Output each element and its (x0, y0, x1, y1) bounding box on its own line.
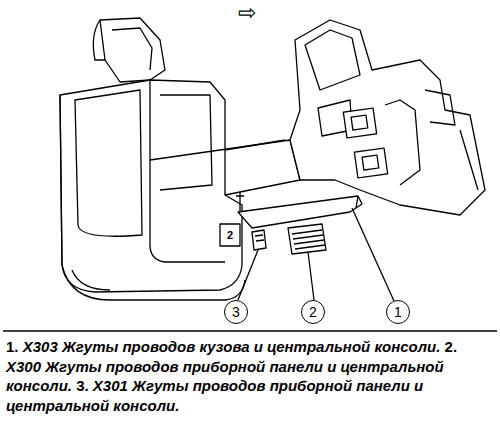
caption-text: X303 Жгуты проводов кузова и центральной… (23, 338, 441, 355)
callout-number: 2 (309, 304, 317, 320)
caption-number: 2. (445, 338, 458, 355)
callout-circle: 2 (301, 300, 325, 324)
caption-number: 3. (76, 377, 89, 394)
callout-circle: 1 (386, 300, 410, 324)
caption-block: 1. X303 Жгуты проводов кузова и централь… (6, 337, 494, 415)
callout-number: 1 (394, 304, 402, 320)
callout-circle: 3 (224, 300, 248, 324)
callout-number: 3 (232, 304, 240, 320)
connector-mark: 2 (227, 230, 233, 241)
direction-arrow: ⇨ (238, 2, 256, 24)
caption-number: 1. (6, 338, 19, 355)
